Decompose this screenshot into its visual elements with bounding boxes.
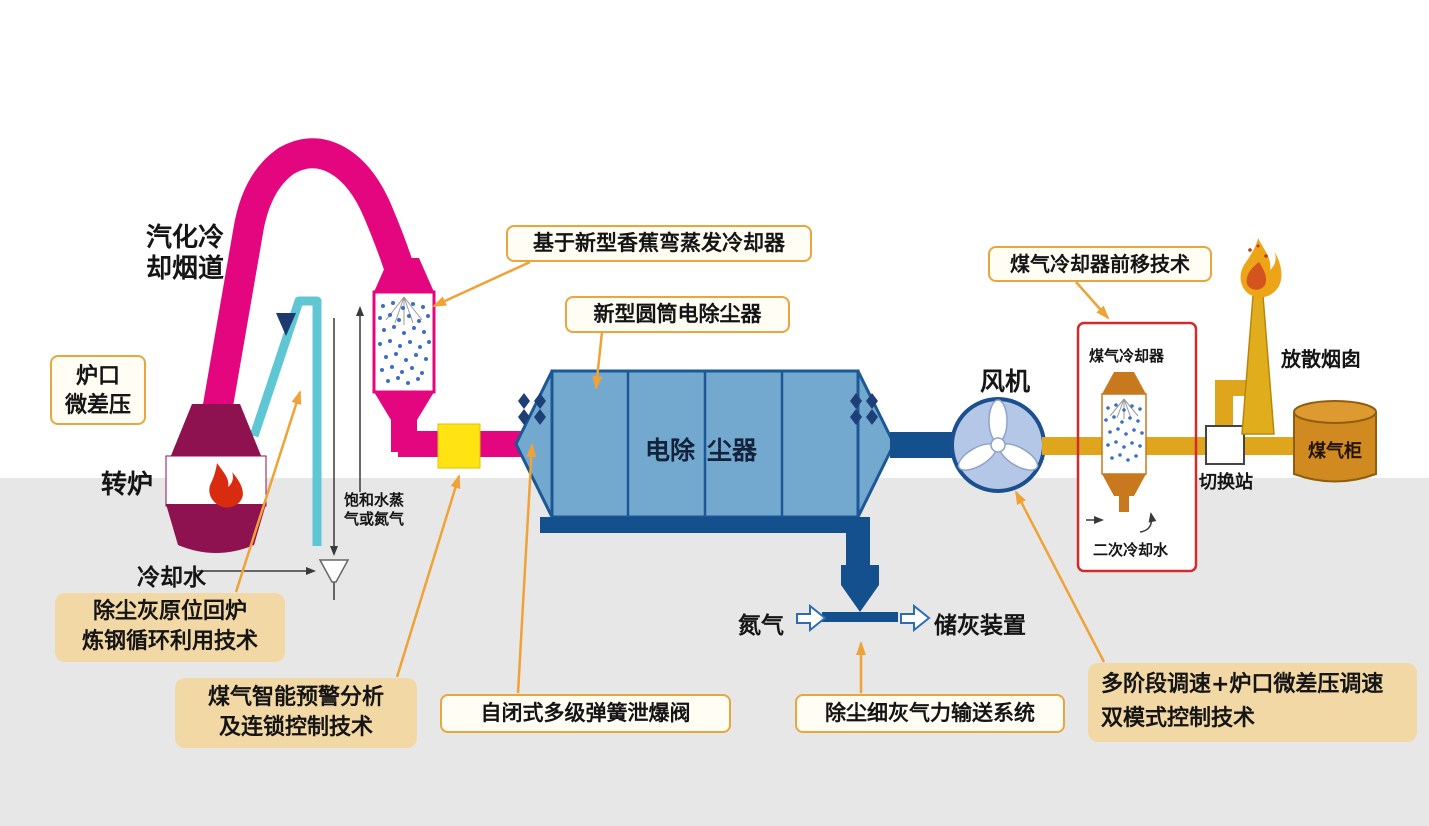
arrow-to-evaporative-cooler — [432, 260, 531, 308]
label-esp-body-left: 电除 — [645, 436, 696, 465]
utility-lines — [197, 306, 364, 575]
label-flare-stack: 放散烟囱 — [1281, 347, 1361, 371]
arrow-to-valve — [395, 474, 461, 678]
callout-cylinder-esp: 新型圆筒电除尘器 — [565, 296, 790, 333]
drain-funnel-icon — [318, 559, 350, 600]
converter-vessel — [165, 404, 267, 553]
gas-holder — [1293, 400, 1377, 483]
converter-flame-icon — [209, 463, 243, 508]
clean-gas-pipe — [1042, 380, 1298, 455]
callout-ash-conveying: 除尘细灰气力输送系统 — [795, 694, 1065, 733]
callout-dual-mode: 多阶段调速+炉口微差压调速双模式控制技术 — [1088, 663, 1417, 742]
arrow-to-gas-cooler — [1075, 281, 1110, 320]
flow-arrow-icon — [796, 603, 827, 633]
cooling-water-pipe — [249, 296, 322, 546]
label-gas-cooler: 煤气冷却器 — [1089, 347, 1165, 365]
label-cooling-water: 冷却水 — [137, 565, 206, 591]
label-switch-station: 切换站 — [1199, 472, 1253, 493]
callout-banana-cooler: 基于新型香蕉弯蒸发冷却器 — [506, 225, 812, 262]
gas-cooler-vessel — [1086, 372, 1157, 533]
callout-relief-valve: 自闭式多级弹簧泄爆阀 — [440, 694, 731, 733]
callout-dust-recycle: 除尘灰原位回炉炼钢循环利用技术 — [55, 593, 285, 662]
label-saturated-steam: 饱和水蒸气或氮气 — [344, 491, 405, 528]
droplets-icon — [1104, 403, 1144, 462]
fan-unit — [950, 397, 1046, 493]
flow-arrow-icon — [900, 603, 931, 633]
label-secondary-cooling: 二次冷却水 — [1093, 541, 1169, 559]
electrostatic-precipitator — [514, 369, 896, 519]
fan-blades-icon — [957, 399, 1039, 471]
label-converter: 转炉 — [101, 470, 154, 500]
evaporative-cooler — [372, 258, 436, 420]
relief-valve-box — [437, 423, 481, 469]
spray-icon — [385, 296, 423, 325]
label-ash-storage: 储灰装置 — [934, 613, 1026, 639]
label-esp-body-right: 尘器 — [707, 436, 758, 465]
ash-discharge-pipe — [540, 517, 898, 622]
droplets-icon — [378, 301, 431, 385]
diamond-cluster-icon — [518, 393, 546, 425]
label-vaporization-flue: 汽化冷却烟道 — [146, 223, 225, 284]
nozzle-icon — [276, 313, 296, 336]
diamond-cluster-icon — [850, 393, 878, 425]
callout-gas-warning: 煤气智能预警分析及连锁控制技术 — [175, 678, 417, 748]
label-fan: 风机 — [980, 367, 1031, 396]
arrow-to-flue-pipe — [234, 390, 302, 593]
arrow-to-esp-inlet — [516, 443, 537, 694]
arrow-to-fan — [1014, 490, 1106, 663]
label-nitrogen: 氮气 — [738, 613, 784, 639]
gas-cooler-highlight-frame — [1076, 321, 1198, 573]
gas-pipe-to-fan — [890, 432, 956, 458]
flare-stack — [1240, 238, 1282, 435]
switch-station-box — [1205, 425, 1245, 465]
arrow-to-esp — [592, 331, 604, 390]
callout-furnace-pressure: 炉口微差压 — [50, 355, 146, 425]
label-gas-holder: 煤气柜 — [1308, 441, 1362, 462]
callout-arrows — [234, 260, 1110, 694]
callout-cooler-tech: 煤气冷却器前移技术 — [988, 246, 1212, 282]
